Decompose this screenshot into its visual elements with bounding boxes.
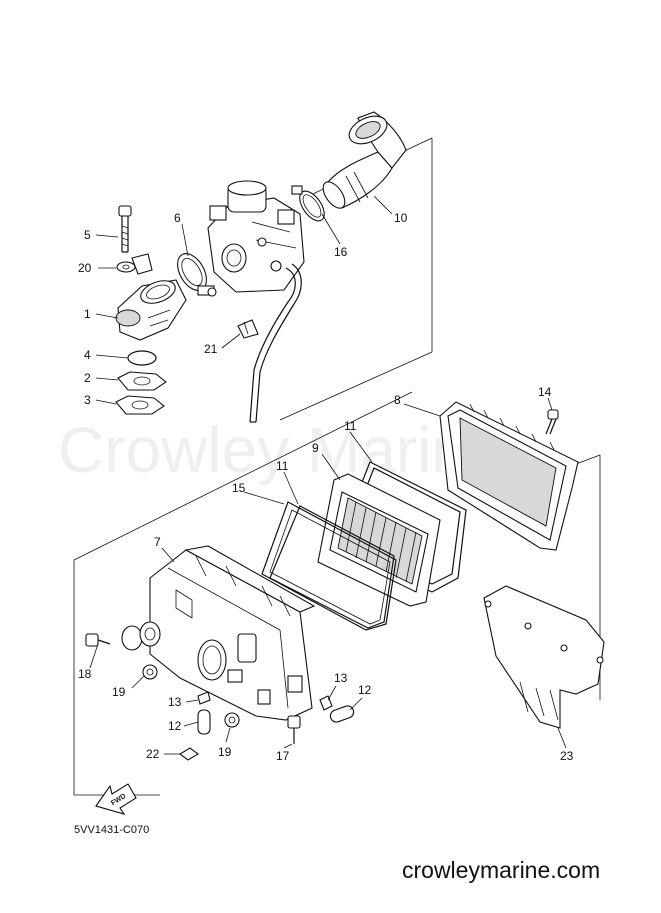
part-label-20: 20 — [78, 261, 92, 275]
part-label-23: 23 — [560, 749, 574, 763]
watermark: Crowley Marine — [58, 414, 503, 486]
air-filter-element — [317, 473, 441, 607]
part-label-11-rear: 11 — [344, 419, 357, 433]
carburetor — [207, 180, 305, 293]
bolt-5 — [118, 205, 132, 253]
part-label-12-right: 12 — [358, 683, 372, 697]
grommet-19-bottom — [224, 712, 240, 728]
air-box-cover — [439, 401, 579, 551]
duct-clamp — [291, 185, 325, 222]
plug-12-right — [329, 705, 355, 723]
bolt-18 — [85, 633, 111, 647]
part-labels: 5 20 1 4 2 3 6 21 16 10 14 8 11 9 11 15 … — [78, 211, 574, 763]
part-label-11-front: 11 — [276, 459, 289, 473]
part-label-17: 17 — [276, 749, 290, 763]
part-label-16: 16 — [334, 245, 348, 259]
diagram-code: 5VV1431-C070 — [74, 824, 150, 836]
filter-frame-15-inner — [269, 509, 391, 625]
part-label-14: 14 — [538, 385, 552, 399]
filter-frame-15 — [261, 501, 397, 631]
carb-joint — [115, 279, 187, 341]
o-ring-4 — [127, 350, 157, 366]
carb-clamp — [177, 253, 217, 297]
part-label-13-left: 13 — [168, 695, 182, 709]
gasket-2 — [117, 371, 167, 391]
clip-13-right — [319, 695, 333, 711]
grommet-19-left — [142, 664, 158, 680]
part-label-5: 5 — [84, 228, 91, 242]
part-label-12-left: 12 — [168, 719, 182, 733]
air-box-case — [121, 545, 316, 721]
plug-12-left — [197, 709, 211, 735]
part-label-10: 10 — [394, 211, 408, 225]
drain-hose — [249, 263, 302, 423]
part-label-4: 4 — [84, 348, 91, 362]
hose-clip — [237, 319, 259, 339]
part-label-7: 7 — [154, 535, 161, 549]
gasket-3 — [115, 395, 165, 415]
part-label-22: 22 — [146, 747, 160, 761]
washer-20 — [116, 253, 153, 275]
leader-lines — [89, 195, 567, 755]
part-label-19-bottom: 19 — [218, 745, 232, 759]
screw-14 — [545, 409, 559, 435]
nut-22 — [179, 747, 199, 761]
part-label-3: 3 — [84, 393, 91, 407]
fwd-arrow: FWD — [95, 783, 137, 815]
part-label-13-right: 13 — [334, 671, 348, 685]
part-label-8: 8 — [394, 393, 401, 407]
part-label-9: 9 — [312, 441, 319, 455]
part-label-19-left: 19 — [112, 685, 126, 699]
part-label-21: 21 — [204, 342, 218, 356]
side-cover-plate — [483, 585, 605, 729]
gasket-11-front — [269, 505, 395, 629]
part-label-2: 2 — [84, 371, 91, 385]
bolt-17 — [287, 715, 301, 744]
part-label-15: 15 — [232, 481, 246, 495]
intake-duct — [322, 111, 407, 209]
part-label-18: 18 — [78, 667, 92, 681]
website-label: crowleymarine.com — [402, 857, 601, 883]
part-label-6: 6 — [174, 211, 181, 225]
clip-13-left — [197, 691, 211, 705]
part-label-1: 1 — [84, 307, 91, 321]
